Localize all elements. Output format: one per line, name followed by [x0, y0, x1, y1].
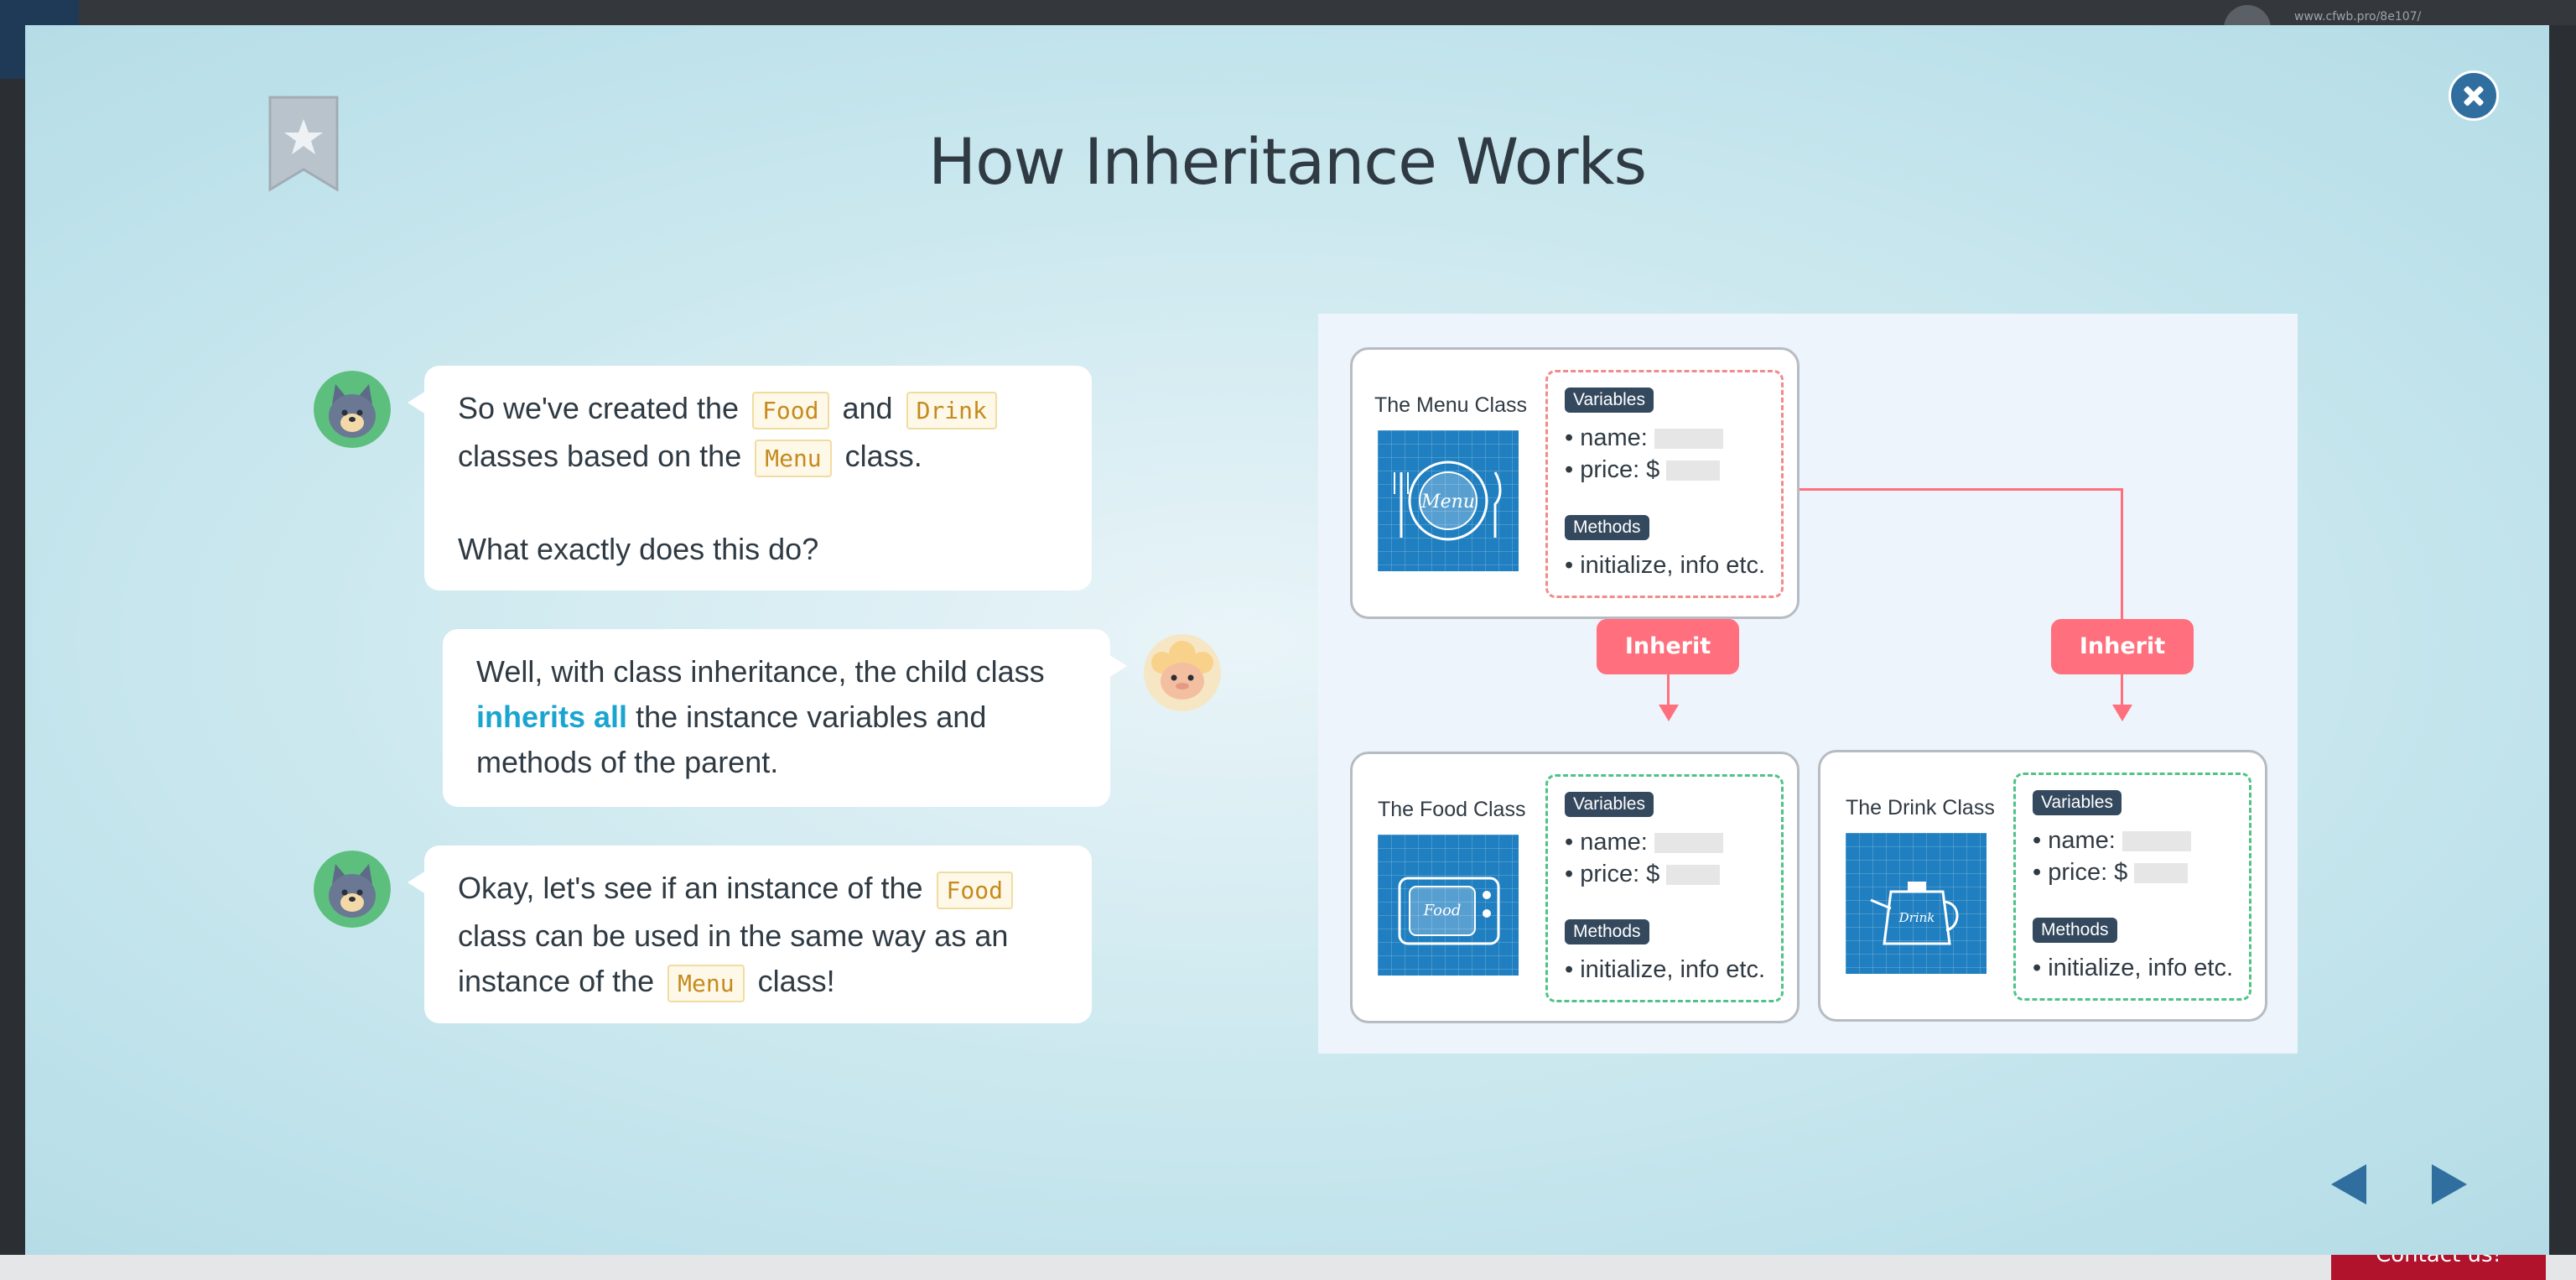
food-members-box: Variables • name: • price: $ Methods • i… [1545, 774, 1784, 1002]
background-topbar [0, 0, 2576, 25]
inline-code: Menu [667, 965, 745, 1002]
arrow-line-menu-right [1793, 488, 2122, 491]
svg-text:Menu: Menu [1420, 492, 1475, 513]
prev-arrow-icon[interactable] [2328, 1159, 2370, 1210]
inline-code: Drink [906, 392, 997, 429]
sheep-avatar [1144, 634, 1221, 711]
methods-list: • initialize, info etc. [1565, 552, 1766, 579]
name-variable: • name: [1565, 424, 1723, 452]
drink-class-box: The Drink Class Drink Variables • name: … [1818, 750, 2267, 1022]
variables-tag: Variables [1565, 388, 1654, 413]
variables-tag: Variables [1565, 792, 1654, 817]
arrow-line-to-food [1667, 673, 1670, 708]
svg-text:Food: Food [1423, 902, 1462, 919]
inline-code: Menu [755, 440, 832, 477]
price-variable: • price: $ [1565, 861, 1721, 888]
message-text: class! [749, 964, 835, 998]
name-variable: • name: [1565, 829, 1723, 856]
message-text: instance of the [458, 964, 663, 998]
cat-avatar [314, 851, 391, 928]
menu-plate-icon: Menu [1378, 430, 1519, 571]
page-title: How Inheritance Works [927, 124, 1647, 199]
drink-members-box: Variables • name: • price: $ Methods • i… [2013, 773, 2251, 1001]
svg-text:Drink: Drink [1898, 910, 1935, 925]
arrow-line-to-drink [2121, 673, 2123, 708]
class-title: The Food Class [1378, 798, 1526, 821]
methods-tag: Methods [1565, 515, 1649, 540]
message-text: methods of the parent. [476, 745, 779, 779]
variables-tag: Variables [2033, 790, 2122, 815]
menu-class-box: The Menu Class Menu Variables • name: • … [1350, 347, 1800, 619]
arrow-line-right-down [2121, 488, 2123, 619]
food-microwave-icon: Food [1378, 835, 1519, 976]
methods-tag: Methods [2033, 918, 2117, 943]
inline-code: Food [752, 392, 829, 429]
cat-avatar [314, 371, 391, 448]
lesson-modal: How Inheritance Works So we've created t… [25, 25, 2549, 1255]
chat-bubble-3: Okay, let's see if an instance of the Fo… [408, 846, 1092, 1023]
message-text: Okay, let's see if an instance of the [458, 871, 932, 905]
message-text: So we've created the [458, 391, 748, 425]
name-variable: • name: [2033, 827, 2191, 855]
chat-bubble-2: Well, with class inheritance, the child … [443, 629, 1127, 807]
drink-kettle-icon: Drink [1846, 833, 1987, 974]
price-variable: • price: $ [2033, 859, 2189, 887]
inherit-label: Inherit [2051, 619, 2194, 674]
methods-tag: Methods [1565, 919, 1649, 944]
menu-members-box: Variables • name: • price: $ Methods • i… [1545, 370, 1784, 598]
message-text: classes based on the [458, 439, 750, 473]
inherit-label: Inherit [1597, 619, 1739, 674]
next-arrow-icon[interactable] [2428, 1159, 2470, 1210]
highlight-text: inherits all [476, 700, 628, 734]
price-variable: • price: $ [1565, 456, 1721, 484]
arrow-head-icon [1659, 705, 1679, 721]
message-text: Well, with class inheritance, the child … [476, 654, 1045, 689]
chat-bubble-1: So we've created the Food and Drink class… [408, 366, 1092, 591]
food-class-box: The Food Class Food Variables • name: • … [1350, 752, 1800, 1023]
background-url-text: www.cfwb.pro/8e107/ [2294, 10, 2422, 23]
background-bottom-bar [0, 1255, 2576, 1280]
message-text: class can be used in the same way as an [458, 918, 1009, 953]
bookmark-star-icon[interactable] [268, 96, 339, 192]
close-icon[interactable] [2449, 70, 2499, 121]
class-title: The Menu Class [1374, 393, 1528, 417]
message-text: and [834, 391, 901, 425]
message-text: the instance variables and [627, 700, 987, 734]
methods-list: • initialize, info etc. [2033, 955, 2234, 981]
inline-code: Food [936, 872, 1013, 909]
methods-list: • initialize, info etc. [1565, 956, 1766, 983]
arrow-head-icon [2112, 705, 2132, 721]
message-text: class. [836, 439, 922, 473]
inheritance-diagram: Inherit Inherit The Menu Class Menu Vari… [1318, 314, 2298, 1054]
message-text: What exactly does this do? [458, 532, 819, 566]
class-title: The Drink Class [1846, 796, 1995, 820]
